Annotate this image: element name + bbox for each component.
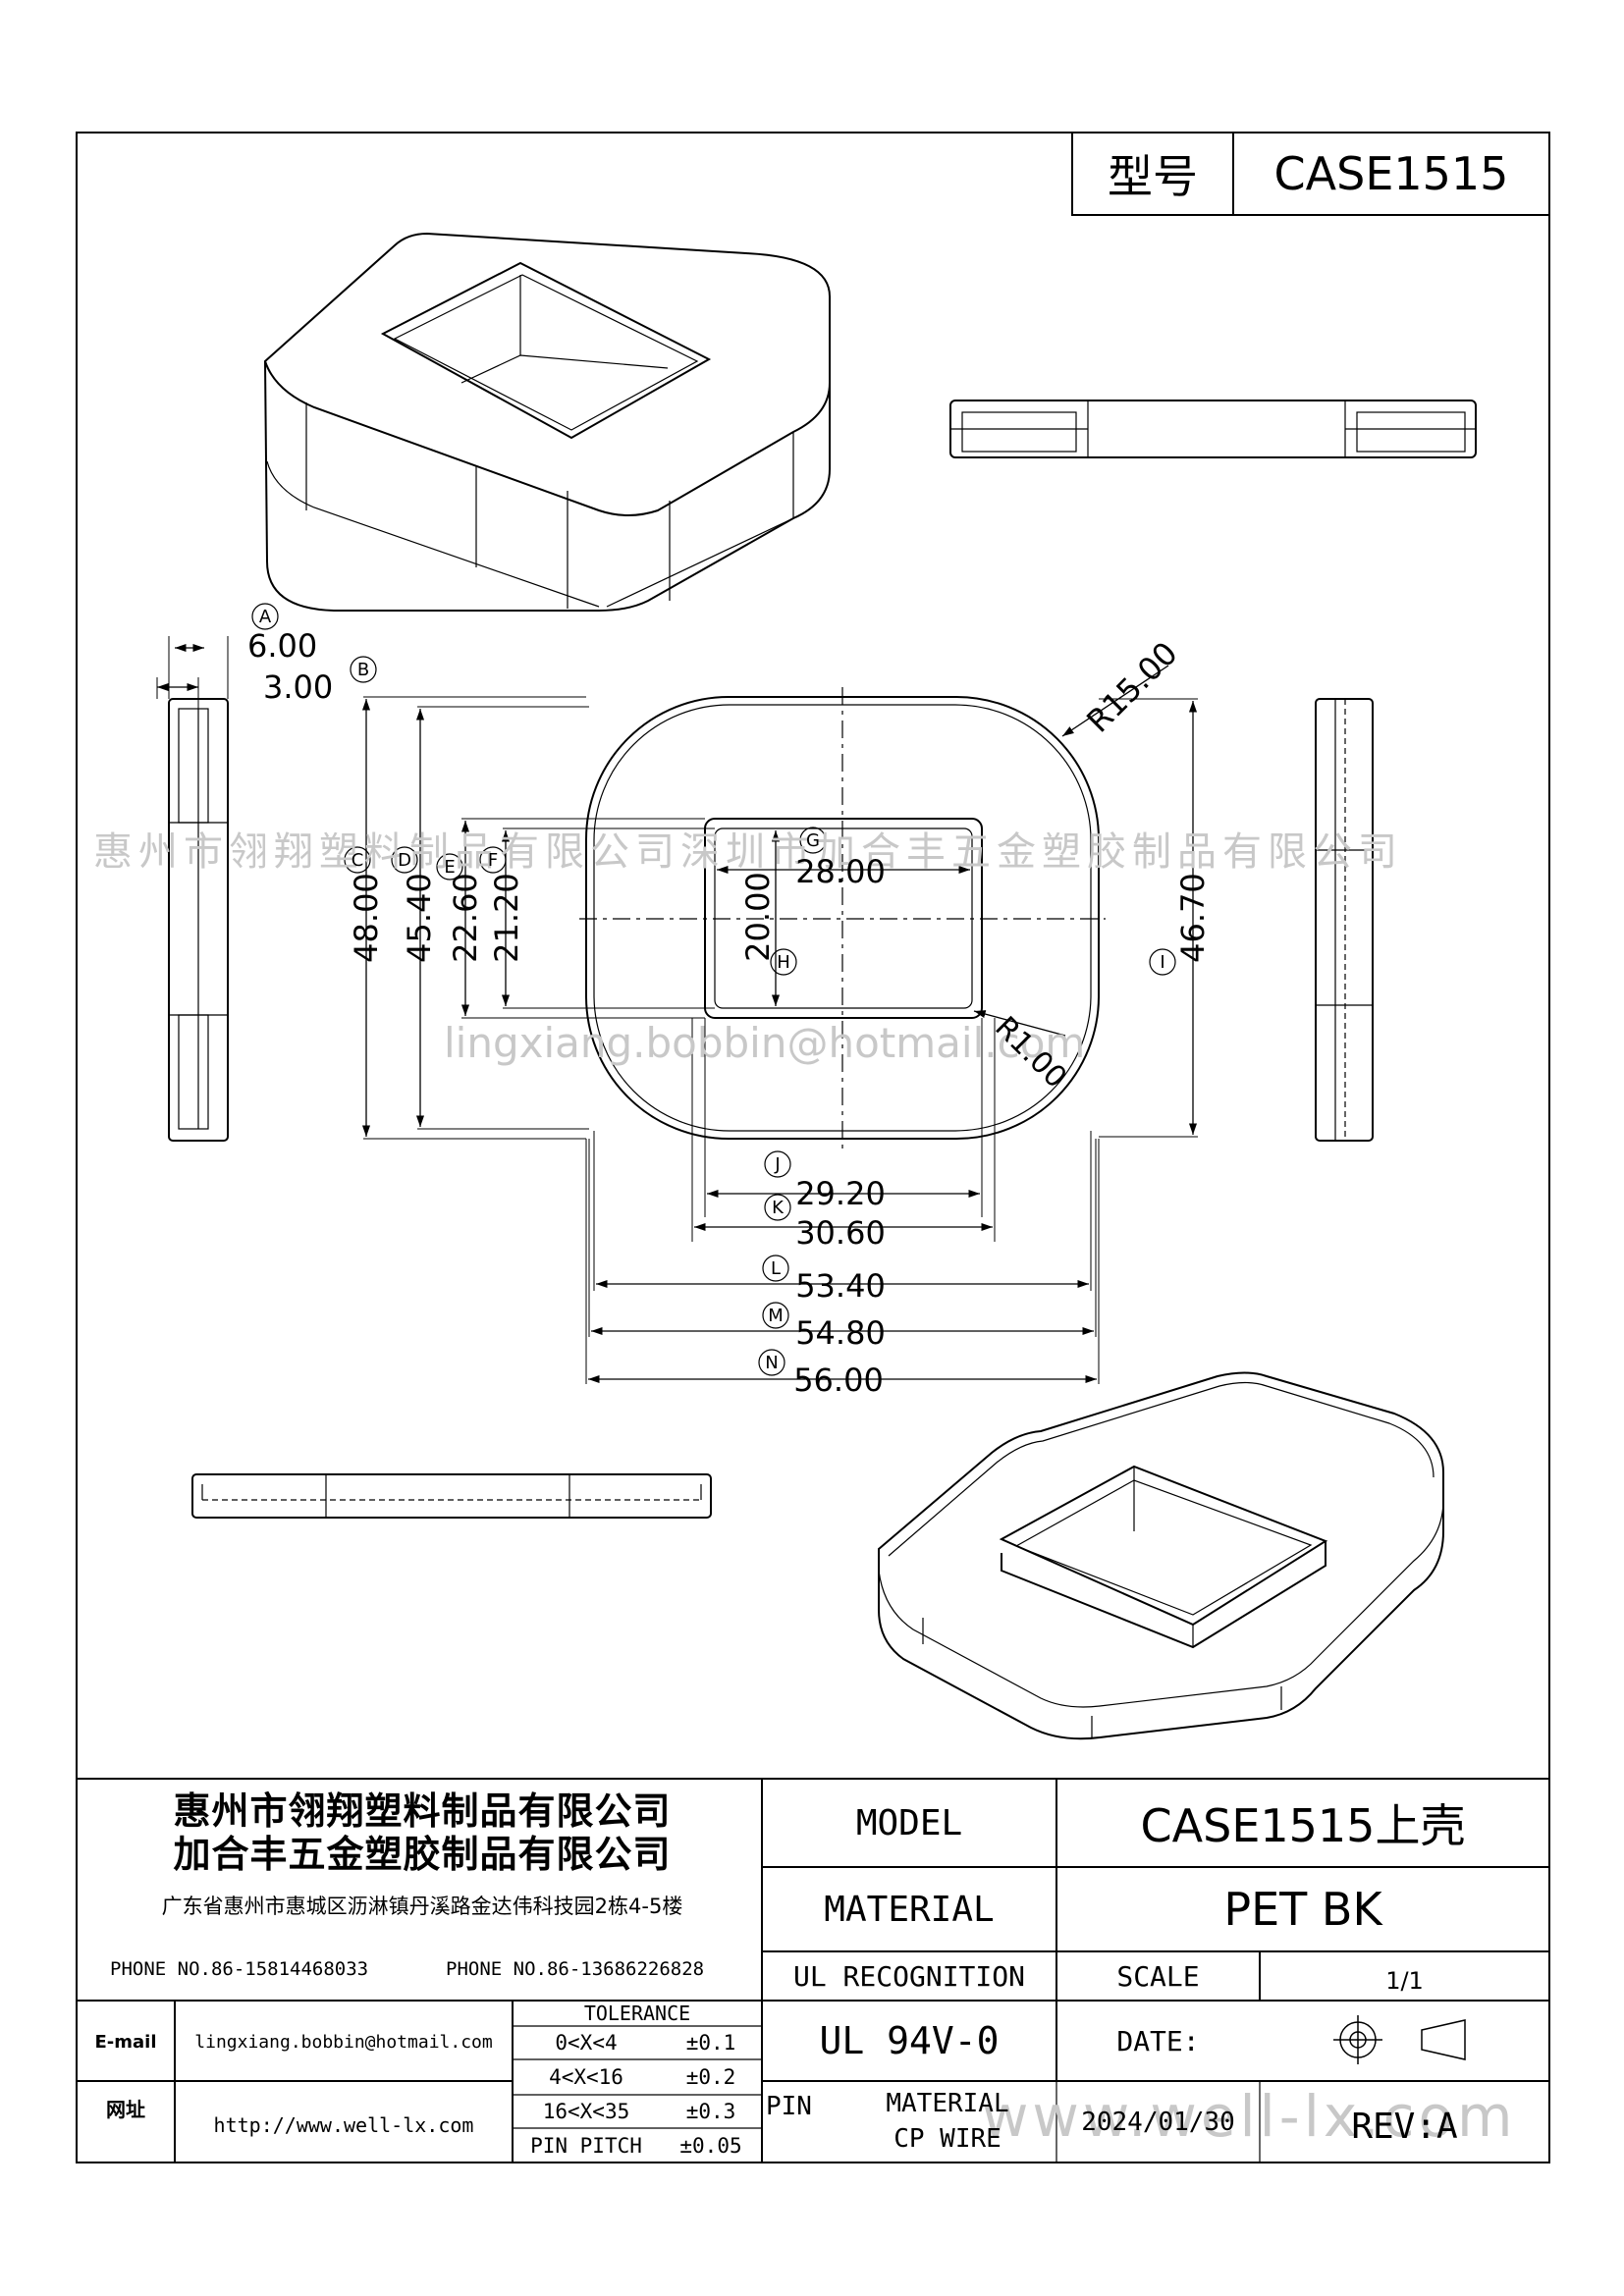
dim-tag-d: D [398,849,411,871]
side-view-left [168,698,229,1142]
dim-tag-f: F [487,849,499,871]
sheet-border [76,132,1550,2163]
dim-value-e: 22.60 [447,873,484,963]
title-block [77,1778,1549,2163]
tolerance-range-1: 0<X<4 [555,2031,618,2055]
company-address: 广东省惠州市惠城区沥淋镇丹溪路金达伟科技园2栋4-5楼 [161,1895,683,1918]
plan-view [579,687,1106,1148]
dim-value-d: 45.40 [401,873,438,963]
dimension-tags [251,603,1176,1376]
dimension-lines [157,643,1198,1384]
ul-value: UL 94V-0 [819,2019,1000,2062]
phone-1: PHONE NO.86-15814468033 [110,1958,369,1980]
date-value: 2024/01/30 [1081,2107,1235,2137]
pin-label: PIN [766,2092,812,2121]
dim-value-j: 29.20 [795,1175,886,1212]
dim-tag-n: N [765,1352,779,1373]
side-view-top-right [949,400,1477,458]
dim-tag-c: C [351,849,364,871]
model-label: MODEL [855,1802,963,1843]
pin-pitch-label: PIN PITCH [530,2133,642,2158]
dim-tag-h: H [777,951,790,973]
email-label: E-mail [94,2031,157,2053]
dim-tag-k: K [772,1197,784,1218]
dim-value-i: 46.70 [1174,873,1212,963]
pin-pitch-value: ±0.05 [679,2133,742,2158]
dim-tag-e: E [444,856,456,878]
watermark-site: www.well-lx.com [982,2083,1517,2150]
dim-value-l: 53.40 [795,1267,886,1305]
watermark-email: lingxiang.bobbin@hotmail.com [444,1019,1086,1067]
web-value: http://www.well-lx.com [213,2113,474,2137]
dim-value-n: 56.00 [793,1362,884,1399]
dim-tag-b: B [356,659,370,680]
isometric-view-top [263,232,831,612]
date-label: DATE: [1116,2024,1200,2057]
ul-recognition-label: UL RECOGNITION [792,1959,1025,1993]
scale-label: SCALE [1116,1959,1200,1993]
model-value: CASE1515上壳 [1140,1799,1466,1852]
dim-tag-m: M [768,1305,784,1326]
pin-material-value: CP WIRE [893,2124,1001,2154]
tolerance-value-2: ±0.2 [685,2065,736,2089]
tolerance-value-3: ±0.3 [685,2100,736,2123]
side-view-right [1315,698,1374,1142]
dim-value-h: 20.00 [739,872,777,962]
dim-value-c: 48.00 [348,873,385,963]
material-label: MATERIAL [824,1889,995,1930]
header-model-box [1071,132,1550,216]
dim-tag-l: L [770,1257,782,1279]
dim-value-k: 30.60 [795,1214,886,1252]
tolerance-range-2: 4<X<16 [549,2065,623,2089]
dim-value-a: 6.00 [247,627,318,665]
dim-value-g: 28.00 [795,853,886,890]
company-name-2: 加合丰五金塑胶制品有限公司 [173,1832,672,1876]
dim-tag-g: G [806,829,820,851]
email-value: lingxiang.bobbin@hotmail.com [194,2031,493,2053]
header-model-value: CASE1515 [1273,147,1509,200]
revision: REV:A [1351,2107,1458,2147]
side-view-bottom [191,1473,712,1519]
watermark-company: 惠州市翎翔塑料制品有限公司深圳市加合丰五金塑胶制品有限公司 [93,829,1403,875]
extension-lines [156,636,1198,1384]
leader-r-inner [973,1010,1066,1037]
dim-value-m: 54.80 [795,1314,886,1352]
tolerance-title: TOLERANCE [583,2002,691,2025]
dim-value-f: 21.20 [488,873,525,963]
pin-material-label: MATERIAL [886,2089,1009,2118]
dim-tag-j: J [775,1153,781,1175]
material-value: PET BK [1223,1883,1382,1936]
dim-tag-i: I [1160,951,1165,973]
isometric-view-bottom [878,1371,1444,1740]
dim-tag-a: A [258,606,272,627]
dim-value-b: 3.00 [263,668,334,706]
header-model-label: 型号 [1108,150,1198,203]
tolerance-range-3: 16<X<35 [542,2100,630,2123]
tolerance-value-1: ±0.1 [685,2031,736,2055]
web-label: 网址 [106,2097,145,2121]
scale-value: 1/1 [1385,1967,1424,1995]
company-name-1: 惠州市翎翔塑料制品有限公司 [173,1789,672,1833]
leader-r-outer [1061,665,1169,737]
phone-2: PHONE NO.86-13686226828 [446,1958,705,1980]
